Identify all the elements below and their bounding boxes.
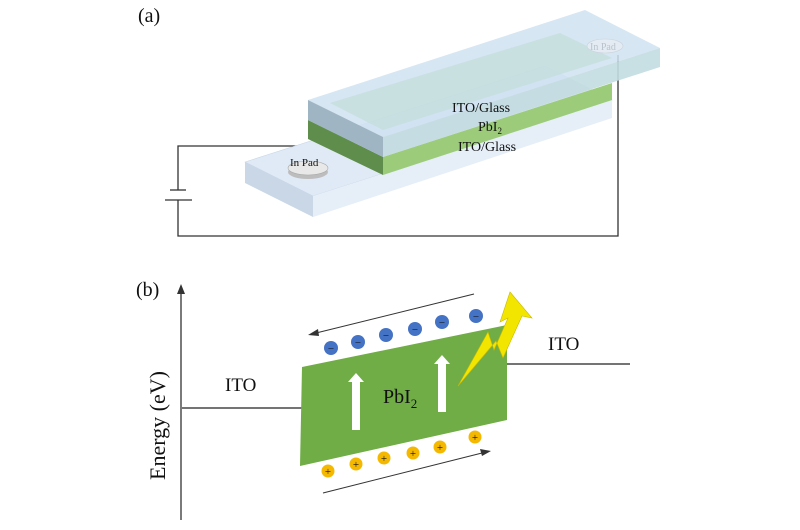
hole-symbol: + xyxy=(472,432,478,444)
axis-arrow-icon xyxy=(177,284,185,294)
electron-symbol: − xyxy=(473,311,479,323)
pbi2-layer xyxy=(308,83,612,175)
holes: + + + + + + xyxy=(321,430,482,478)
lightning-icon xyxy=(457,291,533,387)
hole-symbol: + xyxy=(325,466,331,478)
middle-layer-label: PbI2 xyxy=(478,120,502,136)
right-ito-label: ITO xyxy=(548,334,579,355)
hole-symbol: + xyxy=(353,459,359,471)
electron-symbol: − xyxy=(328,343,334,355)
left-ito-label: ITO xyxy=(225,375,256,396)
in-pad-right xyxy=(586,38,624,54)
electron xyxy=(379,328,393,342)
hole xyxy=(433,440,447,454)
electron xyxy=(351,335,365,349)
hole xyxy=(377,451,391,465)
electron-symbol: − xyxy=(355,337,361,349)
electron xyxy=(469,309,483,323)
excitation-arrow-icon xyxy=(348,355,450,430)
pbi2-label: PbI2 xyxy=(383,386,417,411)
pad-right-label: In Pad xyxy=(590,42,616,53)
hole-drift-arrow xyxy=(322,449,491,494)
hole-symbol: + xyxy=(437,442,443,454)
top-ito-glass xyxy=(308,10,660,157)
electron xyxy=(435,315,449,329)
electron-symbol: − xyxy=(412,324,418,336)
hole xyxy=(321,464,335,478)
top-layer-label: ITO/Glass xyxy=(452,101,510,116)
bottom-layer-label: ITO/Glass xyxy=(458,140,516,155)
electron-symbol: − xyxy=(383,330,389,342)
panel-b: (b) Energy (eV) ITO ITO PbI2 −−−−−− ++++… xyxy=(136,279,630,520)
hole xyxy=(349,457,363,471)
battery-icon xyxy=(165,189,192,201)
pad-left-label: In Pad xyxy=(290,157,319,169)
electron-drift-arrow xyxy=(308,293,475,336)
hole xyxy=(468,430,482,444)
electrons: − − − − − − xyxy=(324,309,483,355)
pbi2-band xyxy=(300,325,507,466)
hole-symbol: + xyxy=(410,448,416,460)
panel-a: (a) In Pad In Pad ITO/Glass PbI2 xyxy=(138,5,660,237)
hole xyxy=(406,446,420,460)
electron-symbol: − xyxy=(439,317,445,329)
hole-symbol: + xyxy=(381,453,387,465)
electron xyxy=(408,322,422,336)
panel-b-label: (b) xyxy=(136,279,159,301)
wire-bottom xyxy=(177,55,619,237)
y-axis-label: Energy (eV) xyxy=(145,371,170,480)
panel-a-label: (a) xyxy=(138,5,160,27)
electron xyxy=(324,341,338,355)
